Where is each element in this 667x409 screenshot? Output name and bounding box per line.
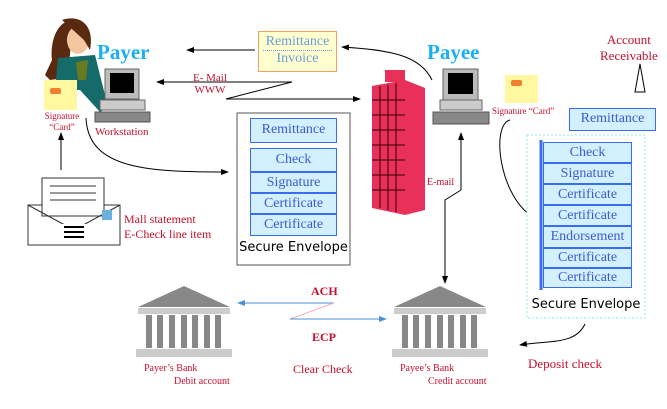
right-env-certificate: Certificate bbox=[543, 205, 632, 226]
ar-triangle-icon bbox=[634, 63, 646, 93]
left-env-check: Check bbox=[250, 148, 337, 172]
payer-computer-icon bbox=[94, 68, 151, 123]
payer-person-icon bbox=[45, 18, 112, 112]
right-envelope-title: Secure Envelope bbox=[531, 297, 641, 312]
right-env-signature: Signature bbox=[543, 163, 632, 184]
right-env-certificate: Certificate bbox=[543, 248, 632, 268]
mail-statement-icon bbox=[27, 177, 121, 246]
clear-check-label: Clear Check bbox=[293, 362, 353, 376]
payee-computer-icon bbox=[432, 68, 490, 125]
payee-card-label: Signature “Card” bbox=[492, 106, 555, 116]
left-envelope-title: Secure Envelope bbox=[239, 240, 348, 255]
left-env-remittance: Remittance bbox=[250, 118, 337, 143]
ecp-label: ECP bbox=[312, 330, 336, 344]
payer-bank-icon bbox=[136, 286, 232, 357]
payee-signature-card-icon bbox=[505, 75, 538, 103]
payee-bank-icon bbox=[392, 286, 488, 357]
workstation-label: Workstation bbox=[95, 126, 149, 138]
right-remittance-box: Remittance bbox=[569, 108, 656, 131]
payer-card-label: Signature“Card” bbox=[44, 111, 80, 132]
left-env-certificate: Certificate bbox=[250, 214, 337, 236]
deposit-check-label: Deposit check bbox=[528, 356, 603, 371]
email-label: E-mail bbox=[427, 177, 455, 188]
right-env-certificate: Certificate bbox=[543, 268, 632, 288]
payer-signature-card-icon bbox=[44, 80, 77, 110]
payee-label: Payee bbox=[427, 40, 480, 64]
ach-label: ACH bbox=[311, 284, 338, 298]
server-building-icon bbox=[372, 70, 425, 215]
left-env-certificate: Certificate bbox=[250, 193, 337, 214]
right-env-check: Check bbox=[543, 142, 632, 163]
left-env-signature: Signature bbox=[250, 172, 337, 193]
payer-label: Payer bbox=[97, 40, 150, 64]
right-env-certificate: Certificate bbox=[543, 184, 632, 205]
right-env-endorsement: Endorsement bbox=[543, 226, 632, 248]
